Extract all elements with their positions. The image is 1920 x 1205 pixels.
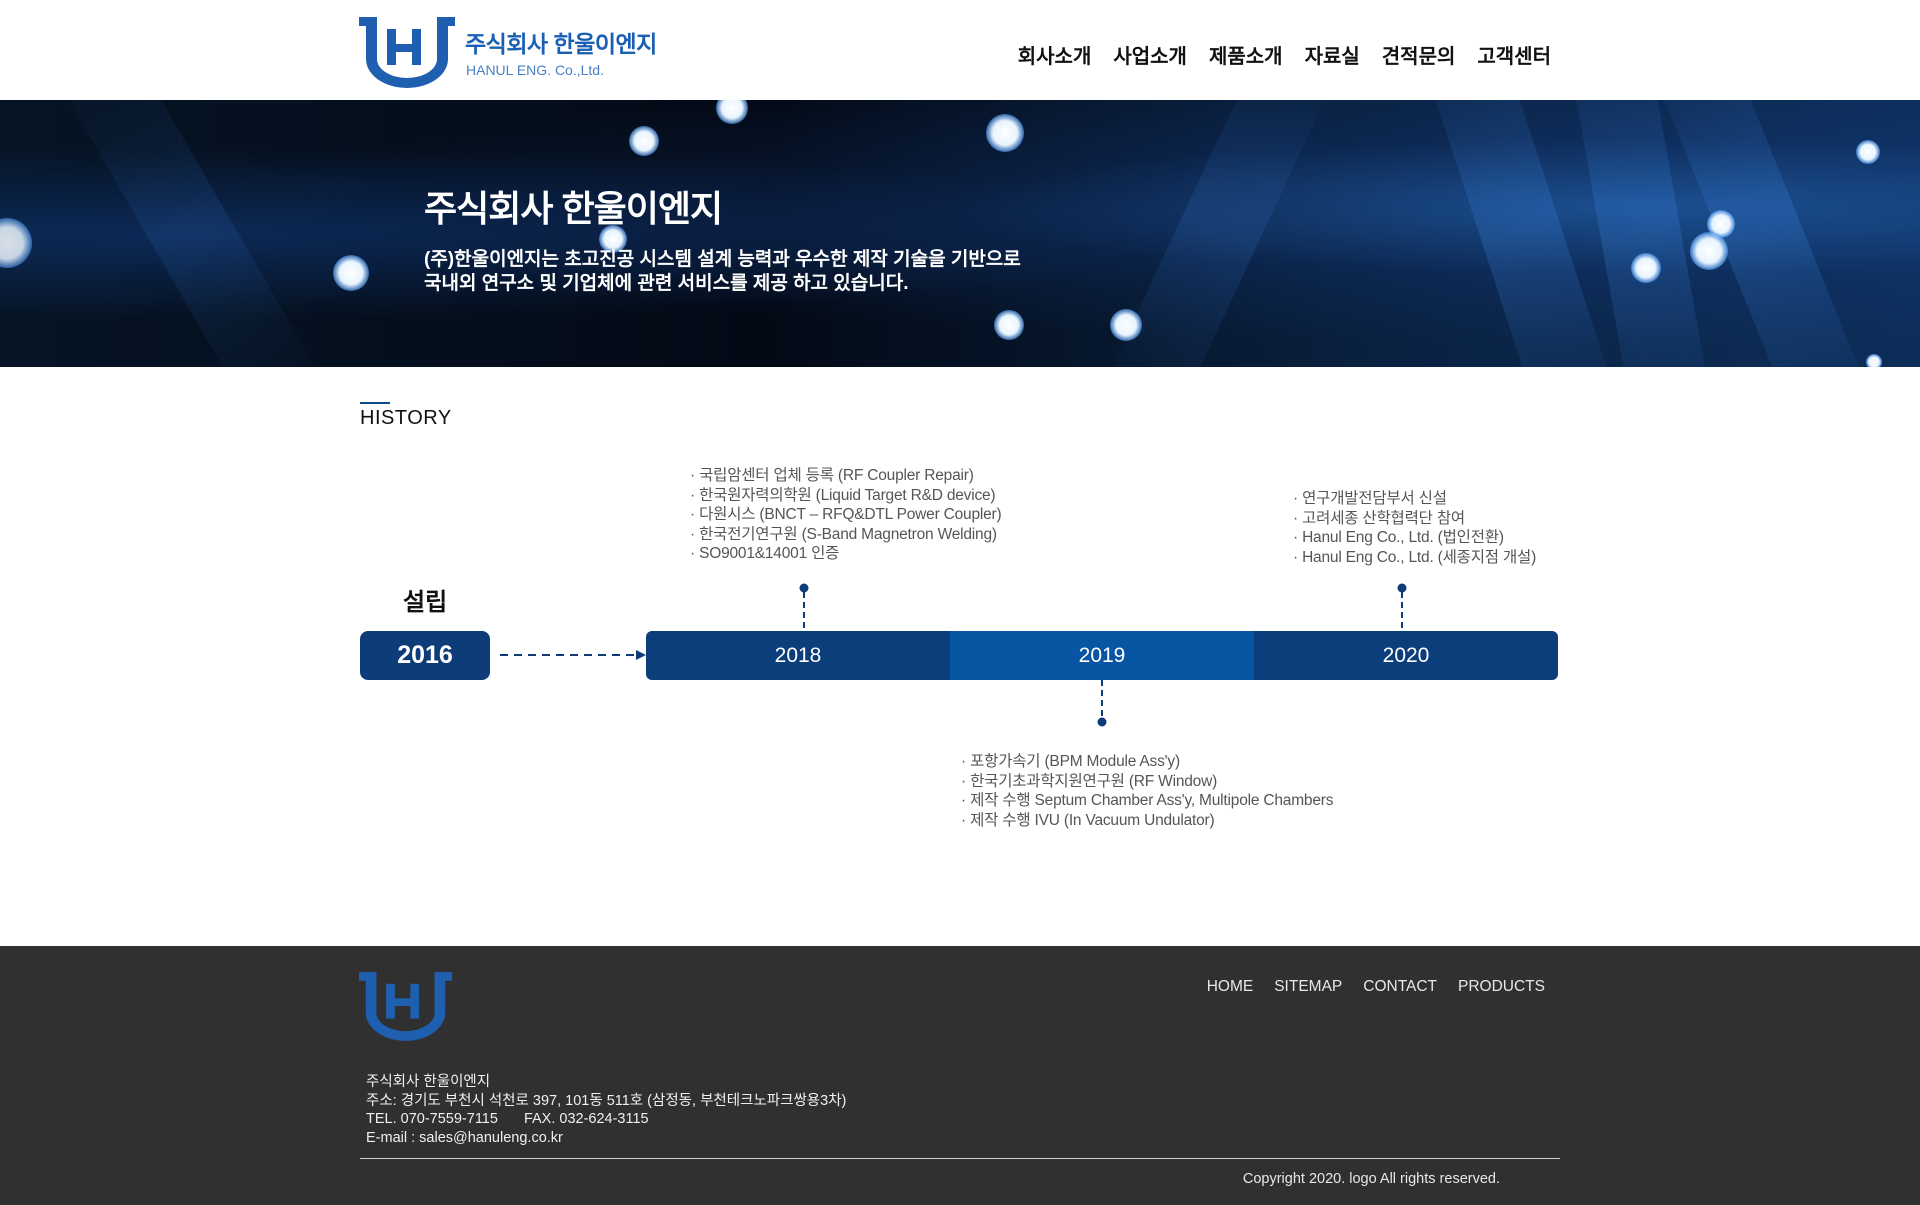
footer-link-sitemap[interactable]: SITEMAP <box>1274 978 1343 995</box>
company-fax: FAX. 032-624-3115 <box>523 1111 649 1127</box>
company-address: 주소: 경기도 부천시 석천로 397, 101동 511호 (삼정동, 부천테… <box>366 1092 847 1109</box>
light-dot <box>716 100 748 124</box>
light-dot <box>1856 140 1880 164</box>
nav-item-resources[interactable]: 자료실 <box>1304 46 1360 68</box>
hero-description: (주)한울이엔지는 초고진공 시스템 설계 능력과 우수한 제작 기술을 기반으… <box>424 248 1021 296</box>
event-item: · 국립암센터 업체 등록 (RF Coupler Repair) <box>690 467 974 484</box>
company-tel: TEL. 070-7559-7115 <box>366 1111 498 1127</box>
hanul-logo-icon[interactable] <box>359 17 455 88</box>
nav-item-business[interactable]: 사업소개 <box>1113 46 1187 68</box>
nav-item-support[interactable]: 고객센터 <box>1477 46 1551 68</box>
site-header: 주식회사 한울이엔지 HANUL ENG. Co.,Ltd. 회사소개 사업소개… <box>0 0 1920 100</box>
footer-link-contact[interactable]: CONTACT <box>1363 978 1438 995</box>
brand-name-korean: 주식회사 한울이엔지 <box>465 31 657 57</box>
section-title: HISTORY <box>360 407 452 429</box>
site-footer: HOME SITEMAP CONTACT PRODUCTS 주식회사 한울이엔지… <box>0 946 1920 1205</box>
event-item: · 포항가속기 (BPM Module Ass'y) <box>961 753 1180 770</box>
company-phone-fax: TEL. 070-7559-7115 FAX. 032-624-3115 <box>366 1110 846 1129</box>
event-item: · 제작 수행 IVU (In Vacuum Undulator) <box>961 811 1215 829</box>
event-item: · 한국기초과학지원연구원 (RF Window) <box>961 772 1218 790</box>
nav-item-quote[interactable]: 견적문의 <box>1381 46 1456 68</box>
event-item: · 한국전기연구원 (S-Band Magnetron Welding) <box>690 525 997 543</box>
company-info: 주식회사 한울이엔지 주소: 경기도 부천시 석천로 397, 101동 511… <box>366 1073 846 1147</box>
hero-description-line: (주)한울이엔지는 초고진공 시스템 설계 능력과 우수한 제작 기술을 기반으… <box>424 249 1021 270</box>
event-item: · Hanul Eng Co., Ltd. (세종지점 개설) <box>1293 548 1537 566</box>
footer-link-products[interactable]: PRODUCTS <box>1458 978 1545 995</box>
history-timeline: 2018 2019 2020 <box>646 631 1558 680</box>
founded-year-badge: 2016 <box>360 631 490 680</box>
timeline-year-2020: 2020 <box>1254 631 1558 680</box>
event-item: · SO9001&14001 인증 <box>690 545 840 562</box>
event-item: · 연구개발전담부서 신설 <box>1293 490 1447 507</box>
light-dot <box>1690 232 1728 270</box>
light-dot <box>1631 253 1661 283</box>
section-title-accent <box>360 402 390 404</box>
footer-nav: HOME SITEMAP CONTACT PRODUCTS <box>1207 978 1545 996</box>
timeline-connector <box>1097 680 1107 727</box>
nav-item-company[interactable]: 회사소개 <box>1017 46 1092 68</box>
light-dot <box>1110 309 1142 341</box>
main-nav: 회사소개 사업소개 제품소개 자료실 견적문의 고객센터 <box>1018 40 1551 69</box>
hero-banner: 주식회사 한울이엔지 (주)한울이엔지는 초고진공 시스템 설계 능력과 우수한… <box>0 100 1920 367</box>
light-dot <box>1866 354 1882 367</box>
founded-label: 설립 <box>403 589 448 616</box>
event-item: · 제작 수행 Septum Chamber Ass'y, Multipole … <box>961 792 1334 809</box>
light-streak <box>50 100 330 367</box>
event-item: · 다원시스 (BNCT – RFQ&DTL Power Coupler) <box>690 506 1002 523</box>
events-2018: · 국립암센터 업체 등록 (RF Coupler Repair) · 한국원자… <box>690 466 1002 564</box>
dashed-arrow-icon <box>500 650 646 660</box>
event-item: · 한국원자력의학원 (Liquid Target R&D device) <box>690 486 996 504</box>
timeline-connector <box>1397 583 1407 632</box>
events-2019: · 포항가속기 (BPM Module Ass'y) · 한국기초과학지원연구원… <box>961 752 1333 830</box>
hero-title: 주식회사 한울이엔지 <box>424 188 723 229</box>
footer-divider <box>360 1158 1560 1159</box>
timeline-connector <box>799 583 809 632</box>
brand-name-english: HANUL ENG. Co.,Ltd. <box>466 62 604 78</box>
company-email: E-mail : sales@hanuleng.co.kr <box>366 1129 563 1146</box>
light-dot <box>994 310 1024 340</box>
hero-description-line: 국내외 연구소 및 기업체에 관련 서비스를 제공 하고 있습니다. <box>424 273 909 294</box>
event-item: · Hanul Eng Co., Ltd. (법인전환) <box>1293 529 1504 546</box>
footer-link-home[interactable]: HOME <box>1206 978 1254 995</box>
timeline-year-2018: 2018 <box>646 631 950 680</box>
event-item: · 고려세종 산학협력단 참여 <box>1293 509 1465 527</box>
light-dot <box>333 255 369 291</box>
events-2020: · 연구개발전담부서 신설 · 고려세종 산학협력단 참여 · Hanul En… <box>1293 489 1536 567</box>
light-dot <box>986 114 1024 152</box>
footer-logo-icon[interactable] <box>359 972 452 1041</box>
light-dot <box>629 126 659 156</box>
light-dot <box>0 218 32 268</box>
company-name: 주식회사 한울이엔지 <box>366 1074 491 1090</box>
timeline-year-2019: 2019 <box>950 631 1254 680</box>
light-dot <box>599 225 627 253</box>
copyright: Copyright 2020. logo All rights reserved… <box>1242 1171 1500 1187</box>
nav-item-products[interactable]: 제품소개 <box>1208 46 1283 68</box>
